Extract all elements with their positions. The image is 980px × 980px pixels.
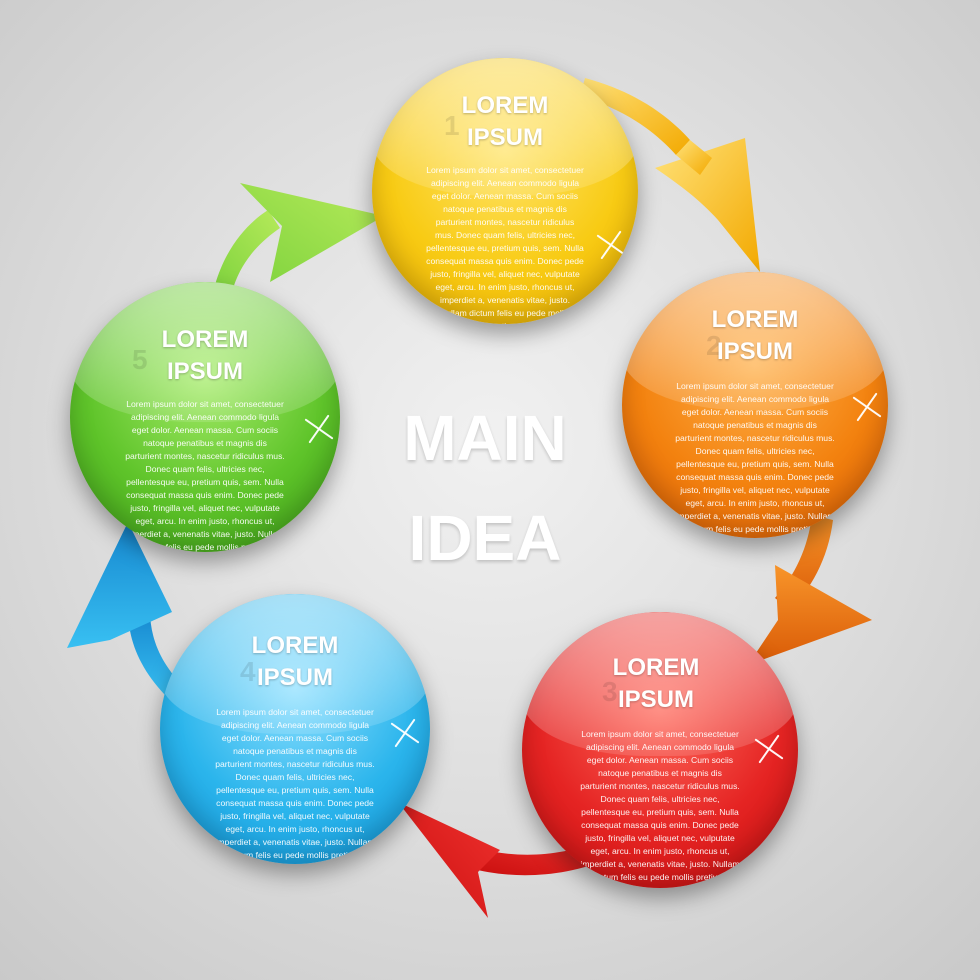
step-3-bubble: 3 LOREM IPSUM Lorem ipsum dolor sit amet… (522, 612, 798, 888)
step-2-title-line2: IPSUM (716, 338, 793, 365)
step-3-sparkle-icon (752, 732, 786, 766)
step-4-sparkle-icon (388, 716, 422, 750)
step-4-bubble: 4 LOREM IPSUM Lorem ipsum dolor sit amet… (160, 594, 430, 864)
main-idea-line2: IDEA (408, 502, 562, 574)
step-2-sparkle-icon (850, 390, 884, 424)
step-5-title: LOREM IPSUM (70, 324, 340, 388)
step-2-description: Lorem ipsum dolor sit amet, consectetuer… (675, 381, 835, 534)
step-4-title-line1: LOREM (251, 632, 339, 659)
step-4-description: Lorem ipsum dolor sit amet, consectetuer… (215, 707, 375, 860)
step-1-title: LOREM IPSUM (372, 90, 638, 154)
step-1-title-line2: IPSUM (466, 124, 543, 151)
step-3-number: 3 (602, 676, 618, 707)
step-3-title-line2: IPSUM (617, 686, 694, 713)
step-5-number: 5 (132, 344, 148, 375)
step-4-title: LOREM IPSUM (160, 630, 430, 694)
step-5-title-line2: IPSUM (166, 358, 243, 385)
step-5-title-line1: LOREM (161, 326, 249, 353)
step-4-title-line2: IPSUM (256, 664, 333, 691)
step-2-number: 2 (706, 330, 722, 361)
step-3-title-line1: LOREM (612, 654, 700, 681)
arrow-2-to-3 (748, 515, 872, 665)
step-2-title-line1: LOREM (711, 306, 799, 333)
step-1-title-line1: LOREM (461, 92, 549, 119)
arrow-5-to-1 (215, 183, 384, 292)
step-5-description: Lorem ipsum dolor sit amet, consectetuer… (125, 399, 285, 552)
step-2-title: LOREM IPSUM (622, 304, 888, 368)
step-4-number: 4 (240, 656, 256, 687)
step-1-number: 1 (444, 110, 460, 141)
step-3-description: Lorem ipsum dolor sit amet, consectetuer… (580, 729, 740, 882)
step-1-bubble: 1 LOREM IPSUM Lorem ipsum dolor sit amet… (372, 58, 638, 324)
step-1-description: Lorem ipsum dolor sit amet, consectetuer… (426, 165, 584, 324)
step-3-title: LOREM IPSUM (522, 652, 794, 716)
main-idea-title: MAIN IDEA (300, 388, 670, 588)
main-idea-line1: MAIN (403, 402, 567, 474)
